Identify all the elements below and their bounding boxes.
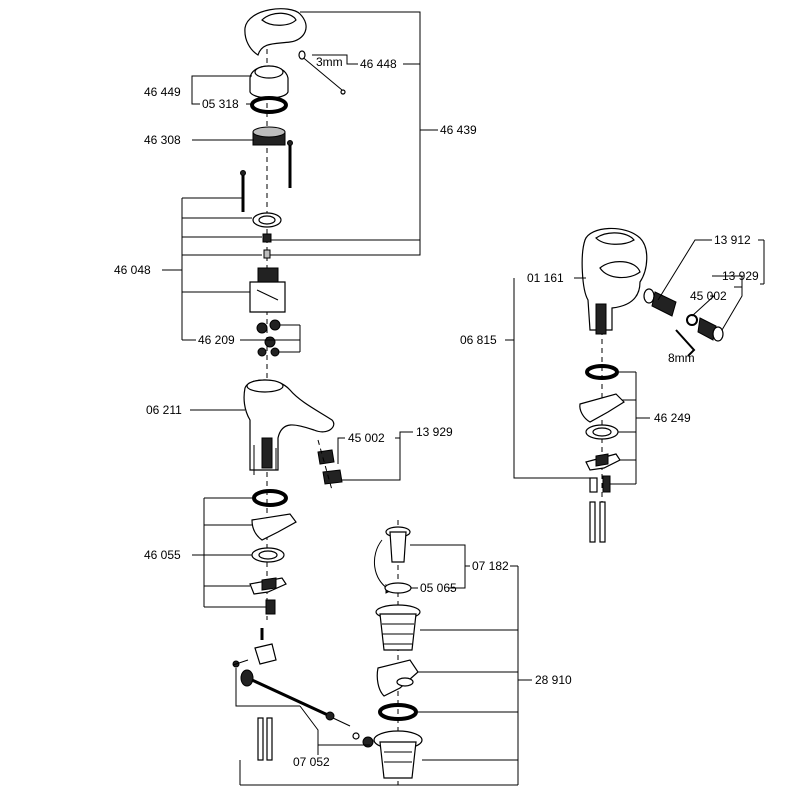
o-ring-05318-part	[250, 96, 288, 114]
hex-key-8mm-part	[675, 329, 696, 357]
o-ring-46249-part	[585, 364, 619, 380]
rods-07052-part	[257, 717, 273, 761]
nut-46055-part	[265, 599, 276, 615]
faucet-body-06815-part	[581, 227, 648, 335]
label-07182: 07 182	[472, 559, 509, 573]
label-13929-left: 13 929	[416, 425, 453, 439]
label-28910: 28 910	[535, 673, 572, 687]
label-46439: 46 439	[440, 123, 477, 137]
bracket-46249-part	[579, 393, 625, 423]
label-46449: 46 449	[144, 85, 181, 99]
label-46048: 46 048	[114, 263, 151, 277]
popup-rod-assembly	[232, 628, 374, 748]
washer-46048-part	[252, 212, 282, 228]
aerator-13912-part	[643, 288, 677, 317]
seals-46209-part	[256, 319, 281, 357]
label-06815: 06 815	[460, 333, 497, 347]
label-45002-left: 45 002	[348, 431, 385, 445]
hex-key-3mm-part	[298, 50, 346, 95]
label-46209: 46 209	[198, 333, 235, 347]
label-46308: 46 308	[144, 133, 181, 147]
bracket-46055-part	[251, 513, 297, 541]
label-05065: 05 065	[420, 581, 457, 595]
label-13912: 13 912	[714, 233, 751, 247]
faucet-body-06211-part	[243, 379, 335, 475]
label-3mm: 3mm	[316, 55, 343, 69]
rods-right-part	[589, 501, 606, 543]
cartridge-nut-part	[252, 126, 286, 146]
clamp-46055-part	[249, 577, 287, 595]
aerator-13929-part	[686, 314, 724, 342]
label-46448: 46 448	[360, 57, 397, 71]
label-01161: 01 161	[527, 271, 564, 285]
label-46055: 46 055	[144, 548, 181, 562]
lever-handle-part	[244, 8, 307, 56]
drain-bracket-part	[376, 659, 419, 697]
part-number-labels: 3mm 46 448 46 449 05 318 46 439 46 308 4…	[114, 55, 759, 769]
label-07052: 07 052	[293, 755, 330, 769]
label-13929-right: 13 929	[722, 269, 759, 283]
aerator-part	[317, 439, 343, 491]
clamp-46249-part	[585, 453, 621, 471]
label-05318: 05 318	[202, 97, 239, 111]
washer-46249-part	[585, 424, 619, 440]
label-45002-right: 45 002	[690, 289, 727, 303]
label-06211: 06 211	[146, 403, 182, 417]
washer-46055-part	[251, 547, 285, 563]
cartridge-body-part	[249, 267, 286, 313]
drain-flange-part	[373, 730, 423, 779]
mounting-rods-part	[240, 140, 293, 212]
drain-body-part	[375, 604, 421, 651]
small-parts-46048	[262, 233, 272, 259]
washer-05065-part	[384, 582, 412, 594]
leader-lines	[162, 11, 765, 786]
label-8mm: 8mm	[668, 351, 695, 365]
cap-part	[249, 65, 289, 99]
o-ring-46055-part	[252, 489, 288, 507]
label-46249: 46 249	[654, 411, 691, 425]
